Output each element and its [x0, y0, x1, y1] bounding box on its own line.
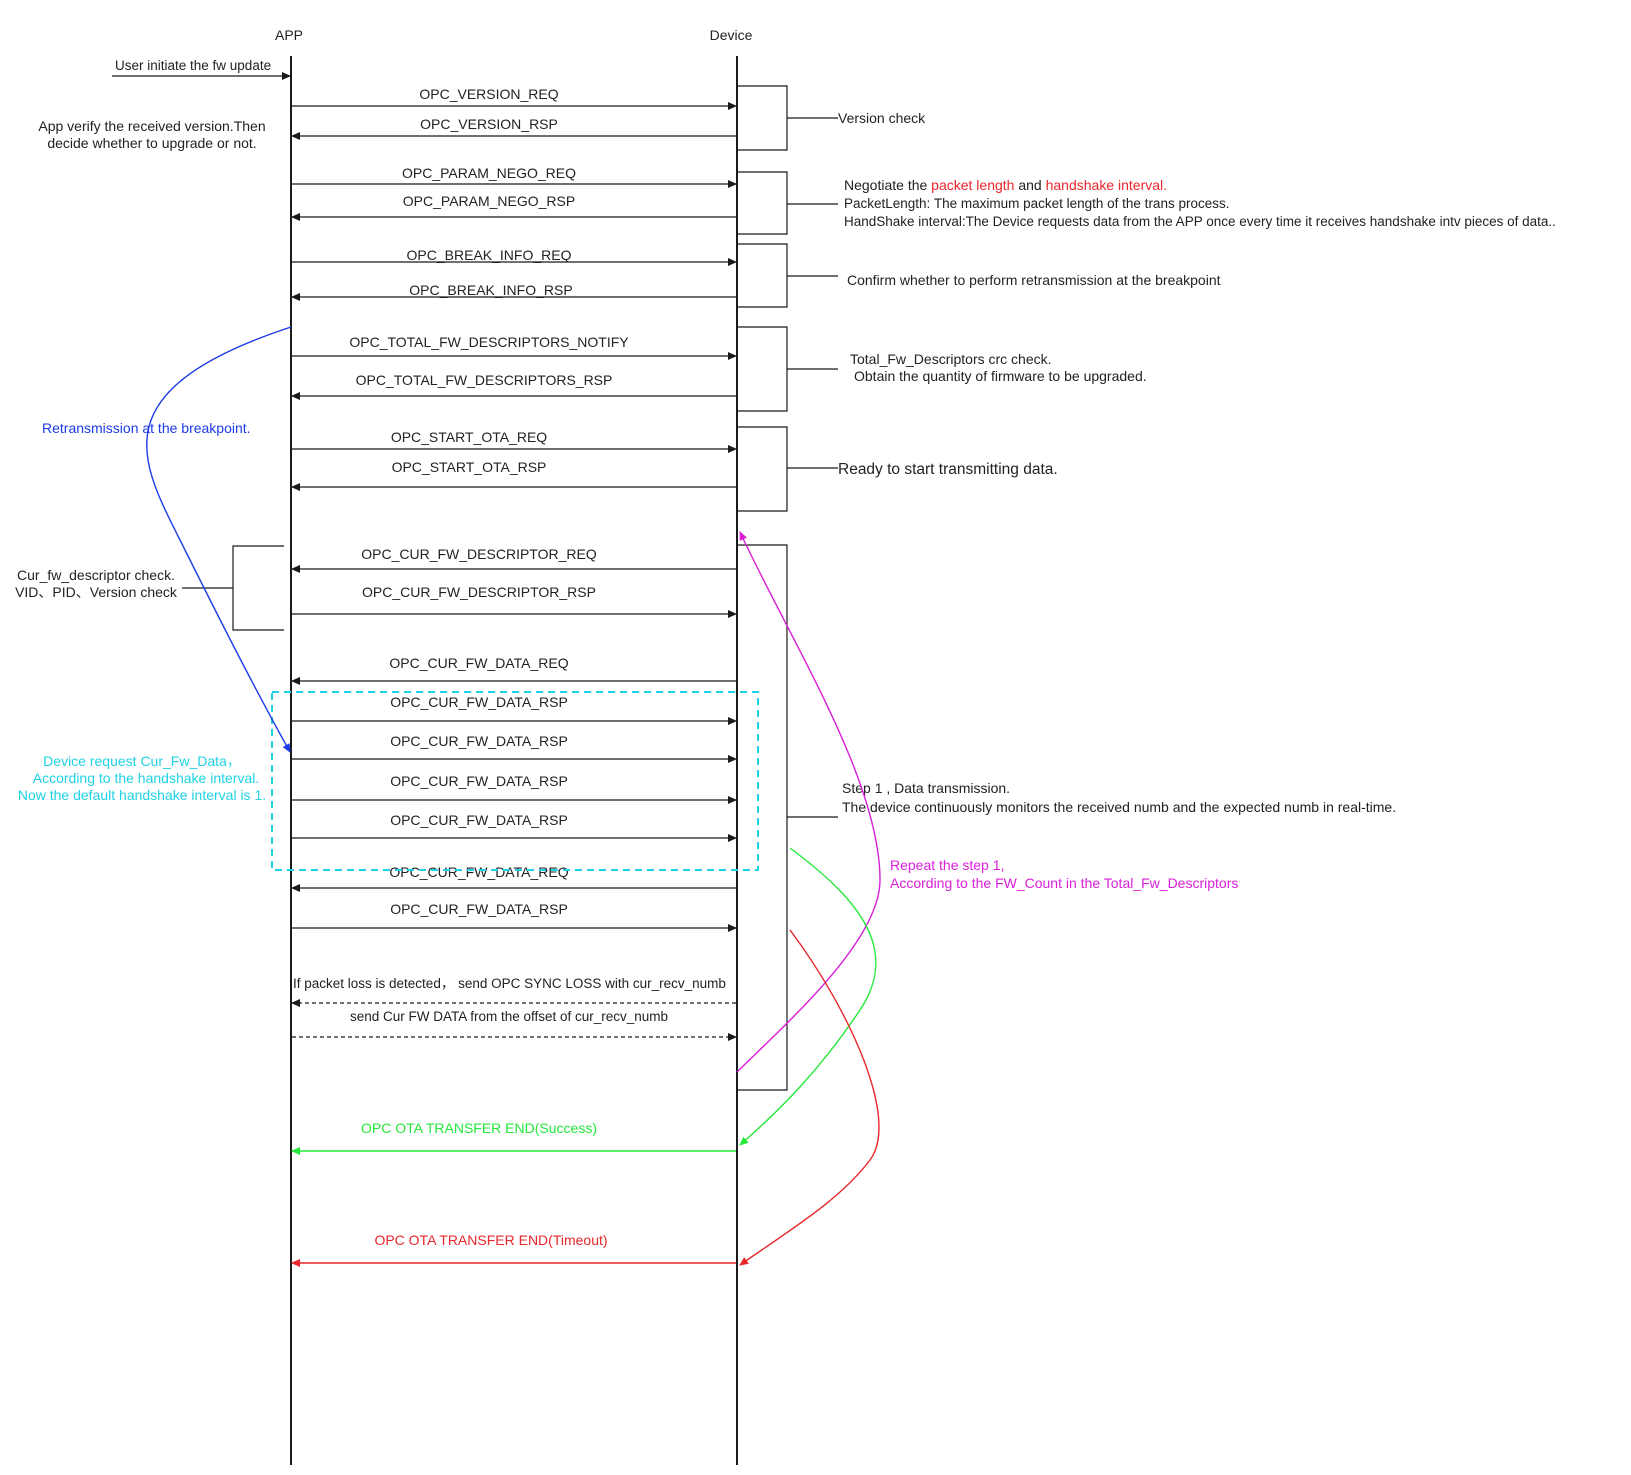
repeat-step-curve	[736, 531, 881, 1073]
note-repeat-line1: Repeat the step 1,	[890, 857, 1004, 873]
msg-label-cur-fw-data-req-1: OPC_CUR_FW_DATA_REQ	[389, 655, 568, 671]
note-nego-line2: PacketLength: The maximum packet length …	[844, 196, 1229, 211]
msg-label-total-notify: OPC_TOTAL_FW_DESCRIPTORS_NOTIFY	[349, 334, 629, 350]
bracket-total	[738, 326, 788, 412]
bracket-break	[738, 243, 788, 308]
note-cur-fw-check-line2: VID、PID、Version check	[15, 584, 178, 600]
user-initiate-label: User initiate the fw update	[115, 58, 271, 73]
note-ready: Ready to start transmitting data.	[838, 461, 1058, 478]
note-app-verify-line1: App verify the received version.Then	[38, 118, 265, 134]
msg-label-total-rsp: OPC_TOTAL_FW_DESCRIPTORS_RSP	[356, 372, 613, 388]
success-curve	[739, 847, 877, 1146]
note-repeat-line2: According to the FW_Count in the Total_F…	[890, 875, 1238, 891]
bracket-data	[738, 544, 788, 1091]
lane-label-device: Device	[710, 27, 753, 43]
note-retransmission: Retransmission at the breakpoint.	[42, 420, 251, 436]
msg-label-version-rsp: OPC_VERSION_RSP	[420, 116, 558, 132]
msg-label-cur-fw-data-rsp-5: OPC_CUR_FW_DATA_RSP	[390, 901, 568, 917]
note-step1-line1: Step 1 , Data transmission.	[842, 780, 1010, 796]
msg-label-end-timeout: OPC OTA TRANSFER END(Timeout)	[374, 1232, 607, 1248]
msg-label-cur-fw-data-rsp-2: OPC_CUR_FW_DATA_RSP	[390, 733, 568, 749]
msg-label-break-info-rsp: OPC_BREAK_INFO_RSP	[409, 282, 572, 298]
msg-label-version-req: OPC_VERSION_REQ	[419, 86, 558, 102]
timeout-curve	[739, 929, 880, 1266]
msg-label-break-info-req: OPC_BREAK_INFO_REQ	[407, 247, 572, 263]
note-nego-line1: Negotiate the packet length and handshak…	[844, 177, 1167, 193]
lane-label-app: APP	[275, 27, 303, 43]
note-app-verify-line2: decide whether to upgrade or not.	[47, 135, 256, 151]
note-device-request-line2: According to the handshake interval.	[33, 770, 259, 786]
note-nego-line3: HandShake interval:The Device requests d…	[844, 214, 1556, 229]
note-device-request-line1: Device request Cur_Fw_Data，	[43, 753, 241, 769]
msg-label-param-nego-req: OPC_PARAM_NEGO_REQ	[402, 165, 576, 181]
msg-label-cur-fw-data-rsp-1: OPC_CUR_FW_DATA_RSP	[390, 694, 568, 710]
note-step1-line2: The device continuously monitors the rec…	[842, 799, 1396, 815]
msg-label-cur-fw-data-rsp-4: OPC_CUR_FW_DATA_RSP	[390, 812, 568, 828]
retransmission-curve	[146, 326, 292, 753]
msg-label-cur-fw-desc-rsp: OPC_CUR_FW_DESCRIPTOR_RSP	[362, 584, 596, 600]
device-activation-brackets	[738, 85, 838, 1091]
bracket-version	[738, 85, 788, 151]
note-version-check: Version check	[838, 110, 926, 126]
msg-label-resend: send Cur FW DATA from the offset of cur_…	[350, 1009, 668, 1024]
note-cur-fw-check-line1: Cur_fw_descriptor check.	[17, 567, 175, 583]
note-break-confirm: Confirm whether to perform retransmissio…	[847, 272, 1221, 288]
app-bracket-cur-fw	[182, 545, 284, 631]
note-total-fw-line1: Total_Fw_Descriptors crc check.	[850, 351, 1052, 367]
msg-label-start-ota-rsp: OPC_START_OTA_RSP	[392, 459, 547, 475]
msg-label-param-nego-rsp: OPC_PARAM_NEGO_RSP	[403, 193, 575, 209]
bracket-nego	[738, 171, 788, 235]
msg-label-start-ota-req: OPC_START_OTA_REQ	[391, 429, 547, 445]
note-total-fw-line2: Obtain the quantity of firmware to be up…	[854, 368, 1147, 384]
msg-label-cur-fw-desc-req: OPC_CUR_FW_DESCRIPTOR_REQ	[361, 546, 597, 562]
handshake-interval-group	[271, 691, 759, 871]
msg-label-sync-loss: If packet loss is detected， send OPC SYN…	[293, 976, 726, 991]
message-labels: OPC_VERSION_REQ OPC_VERSION_RSP OPC_PARA…	[349, 86, 629, 917]
bracket-start	[738, 426, 788, 512]
msg-label-cur-fw-data-req-2: OPC_CUR_FW_DATA_REQ	[389, 864, 568, 880]
note-device-request-line3: Now the default handshake interval is 1.	[18, 787, 266, 803]
message-arrows	[291, 102, 737, 1041]
msg-label-cur-fw-data-rsp-3: OPC_CUR_FW_DATA_RSP	[390, 773, 568, 789]
msg-label-end-success: OPC OTA TRANSFER END(Success)	[361, 1120, 597, 1136]
